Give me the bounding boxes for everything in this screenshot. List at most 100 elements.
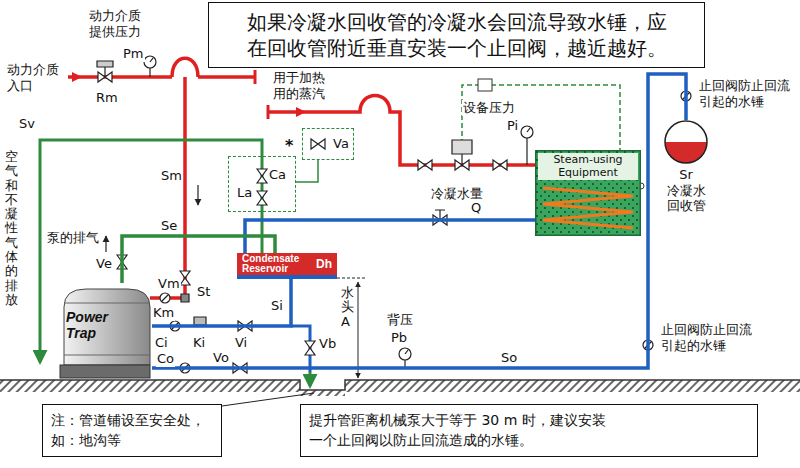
box-text: Dh [316, 258, 332, 270]
part-label: St [196, 284, 211, 300]
tank-top [665, 121, 707, 163]
pump-shell [64, 289, 150, 365]
box-text: 提升管距离机械泵大于等于 30 m 时，建议安装 一个止回阀以防止回流造成的水锤… [309, 410, 749, 451]
part-label: Pb [390, 330, 408, 346]
condensate-reservoir: Condensate Reservoir Dh [237, 253, 337, 279]
part-label: 止回阀防止回流 引起的水锤 [698, 78, 796, 111]
part-label: Pi [506, 118, 519, 134]
flow-arrow [197, 185, 198, 205]
leader-connector [296, 160, 318, 182]
drain-arrow [309, 372, 312, 386]
part-label: Km [152, 305, 175, 321]
pump-flange [64, 303, 150, 355]
part-label: Vb [318, 336, 337, 352]
box-text: La [237, 185, 252, 201]
note-box: 提升管距离机械泵大于等于 30 m 时，建议安装 一个止回阀以防止回流造成的水锤… [300, 404, 758, 457]
pressure-gauge [144, 56, 156, 68]
flow-arrow [105, 236, 106, 252]
part-label: Si [270, 298, 284, 314]
box-text: 如果冷凝水回收管的冷凝水会回流导致水锤，应 在回收管附近垂直安装一个止回阀，越近… [223, 9, 690, 61]
part-label: 用于加热 用的蒸汽 [272, 70, 332, 103]
part-label: Vm [157, 276, 181, 292]
part-label: Vo [212, 350, 230, 366]
pump-base [60, 365, 150, 378]
tank-symbol [664, 120, 708, 164]
heating-steam-pipe [268, 96, 535, 166]
part-label: Se [160, 218, 178, 234]
steam-trap-symbol [181, 294, 189, 302]
part-label: 动力介质 提供压力 [88, 8, 148, 41]
equipment-texture [536, 151, 640, 235]
valve-group-box: *CaLa [228, 156, 296, 212]
ground-hatch [0, 380, 300, 392]
equipment-fill [536, 151, 641, 236]
fittings [97, 56, 691, 373]
strainer-symbol [194, 317, 206, 325]
part-label: 设备压力 [462, 100, 516, 116]
box-text: Sr [660, 167, 712, 183]
motive-steam-branch [150, 77, 185, 298]
part-label: 背压 [386, 312, 414, 328]
power-trap-pump: Power Trap [58, 283, 152, 379]
part-label: Co [156, 351, 175, 367]
valve-symbol [180, 271, 190, 285]
valve-symbol [418, 160, 432, 170]
trench-hatch [300, 390, 345, 396]
drain-pipe [291, 326, 310, 372]
box-text: Power Trap [66, 309, 122, 341]
head-dimension [358, 282, 359, 378]
gauge-needle [150, 58, 153, 62]
ground-hatch [345, 380, 800, 392]
actuator-symbol [452, 140, 472, 154]
box-text: 冷凝水 回收管 [660, 183, 712, 214]
part-label: 动力介质 入口 [6, 62, 64, 95]
ground-line [0, 380, 800, 390]
box-text: Condensate Reservoir [242, 254, 299, 274]
vertical-label: 水头 A [340, 286, 355, 329]
part-label: Ki [192, 335, 206, 351]
collection-pipe-tank: Sr冷凝水 回收管 [660, 120, 712, 214]
valve-stem [461, 154, 462, 165]
control-line [462, 85, 620, 152]
box-text: Va [333, 136, 349, 152]
pipe-end-cap [254, 70, 257, 84]
diaphragm-symbol [97, 61, 113, 67]
valve-stem [104, 67, 105, 77]
valve-symbol [493, 160, 507, 170]
part-label: Ci [154, 335, 169, 351]
part-label: Sv [18, 116, 36, 132]
box-text: Ca [269, 167, 286, 183]
part-label: Sm [160, 168, 183, 184]
tank-condensate [665, 142, 707, 163]
flow-arrow [296, 107, 306, 117]
controller-symbol [478, 79, 492, 91]
valve-symbol [257, 169, 267, 183]
tank-outline [665, 121, 707, 163]
ground [0, 380, 800, 396]
part-label: 止回阀防止回流 引起的水锤 [660, 322, 758, 355]
check-valve [160, 293, 170, 303]
part-label: Q [470, 200, 482, 216]
box-text: 注：管道铺设至安全处， 如：地沟等 [51, 410, 213, 451]
box-text: * [285, 136, 293, 155]
part-label: Vi [234, 335, 248, 351]
gauge-needle [405, 350, 408, 354]
valve-symbol [305, 341, 315, 355]
dimension-extension [337, 278, 366, 279]
discharge-pipe [152, 74, 686, 368]
steam-equipment: Steam-using Equipment [535, 150, 641, 236]
heating-coil [543, 188, 633, 228]
valve-symbol [311, 139, 325, 149]
part-label: Rm [95, 90, 119, 106]
flow-arrow [72, 72, 82, 82]
pressure-gauge [521, 126, 533, 138]
condensate-pipe [245, 220, 535, 253]
box-text: Steam-using Equipment [538, 153, 638, 180]
valve-box: Va [302, 128, 354, 160]
gauge-needle [527, 128, 530, 132]
note-box: 注：管道铺设至安全处， 如：地沟等 [42, 404, 222, 457]
pipe-end-cap [267, 105, 270, 119]
